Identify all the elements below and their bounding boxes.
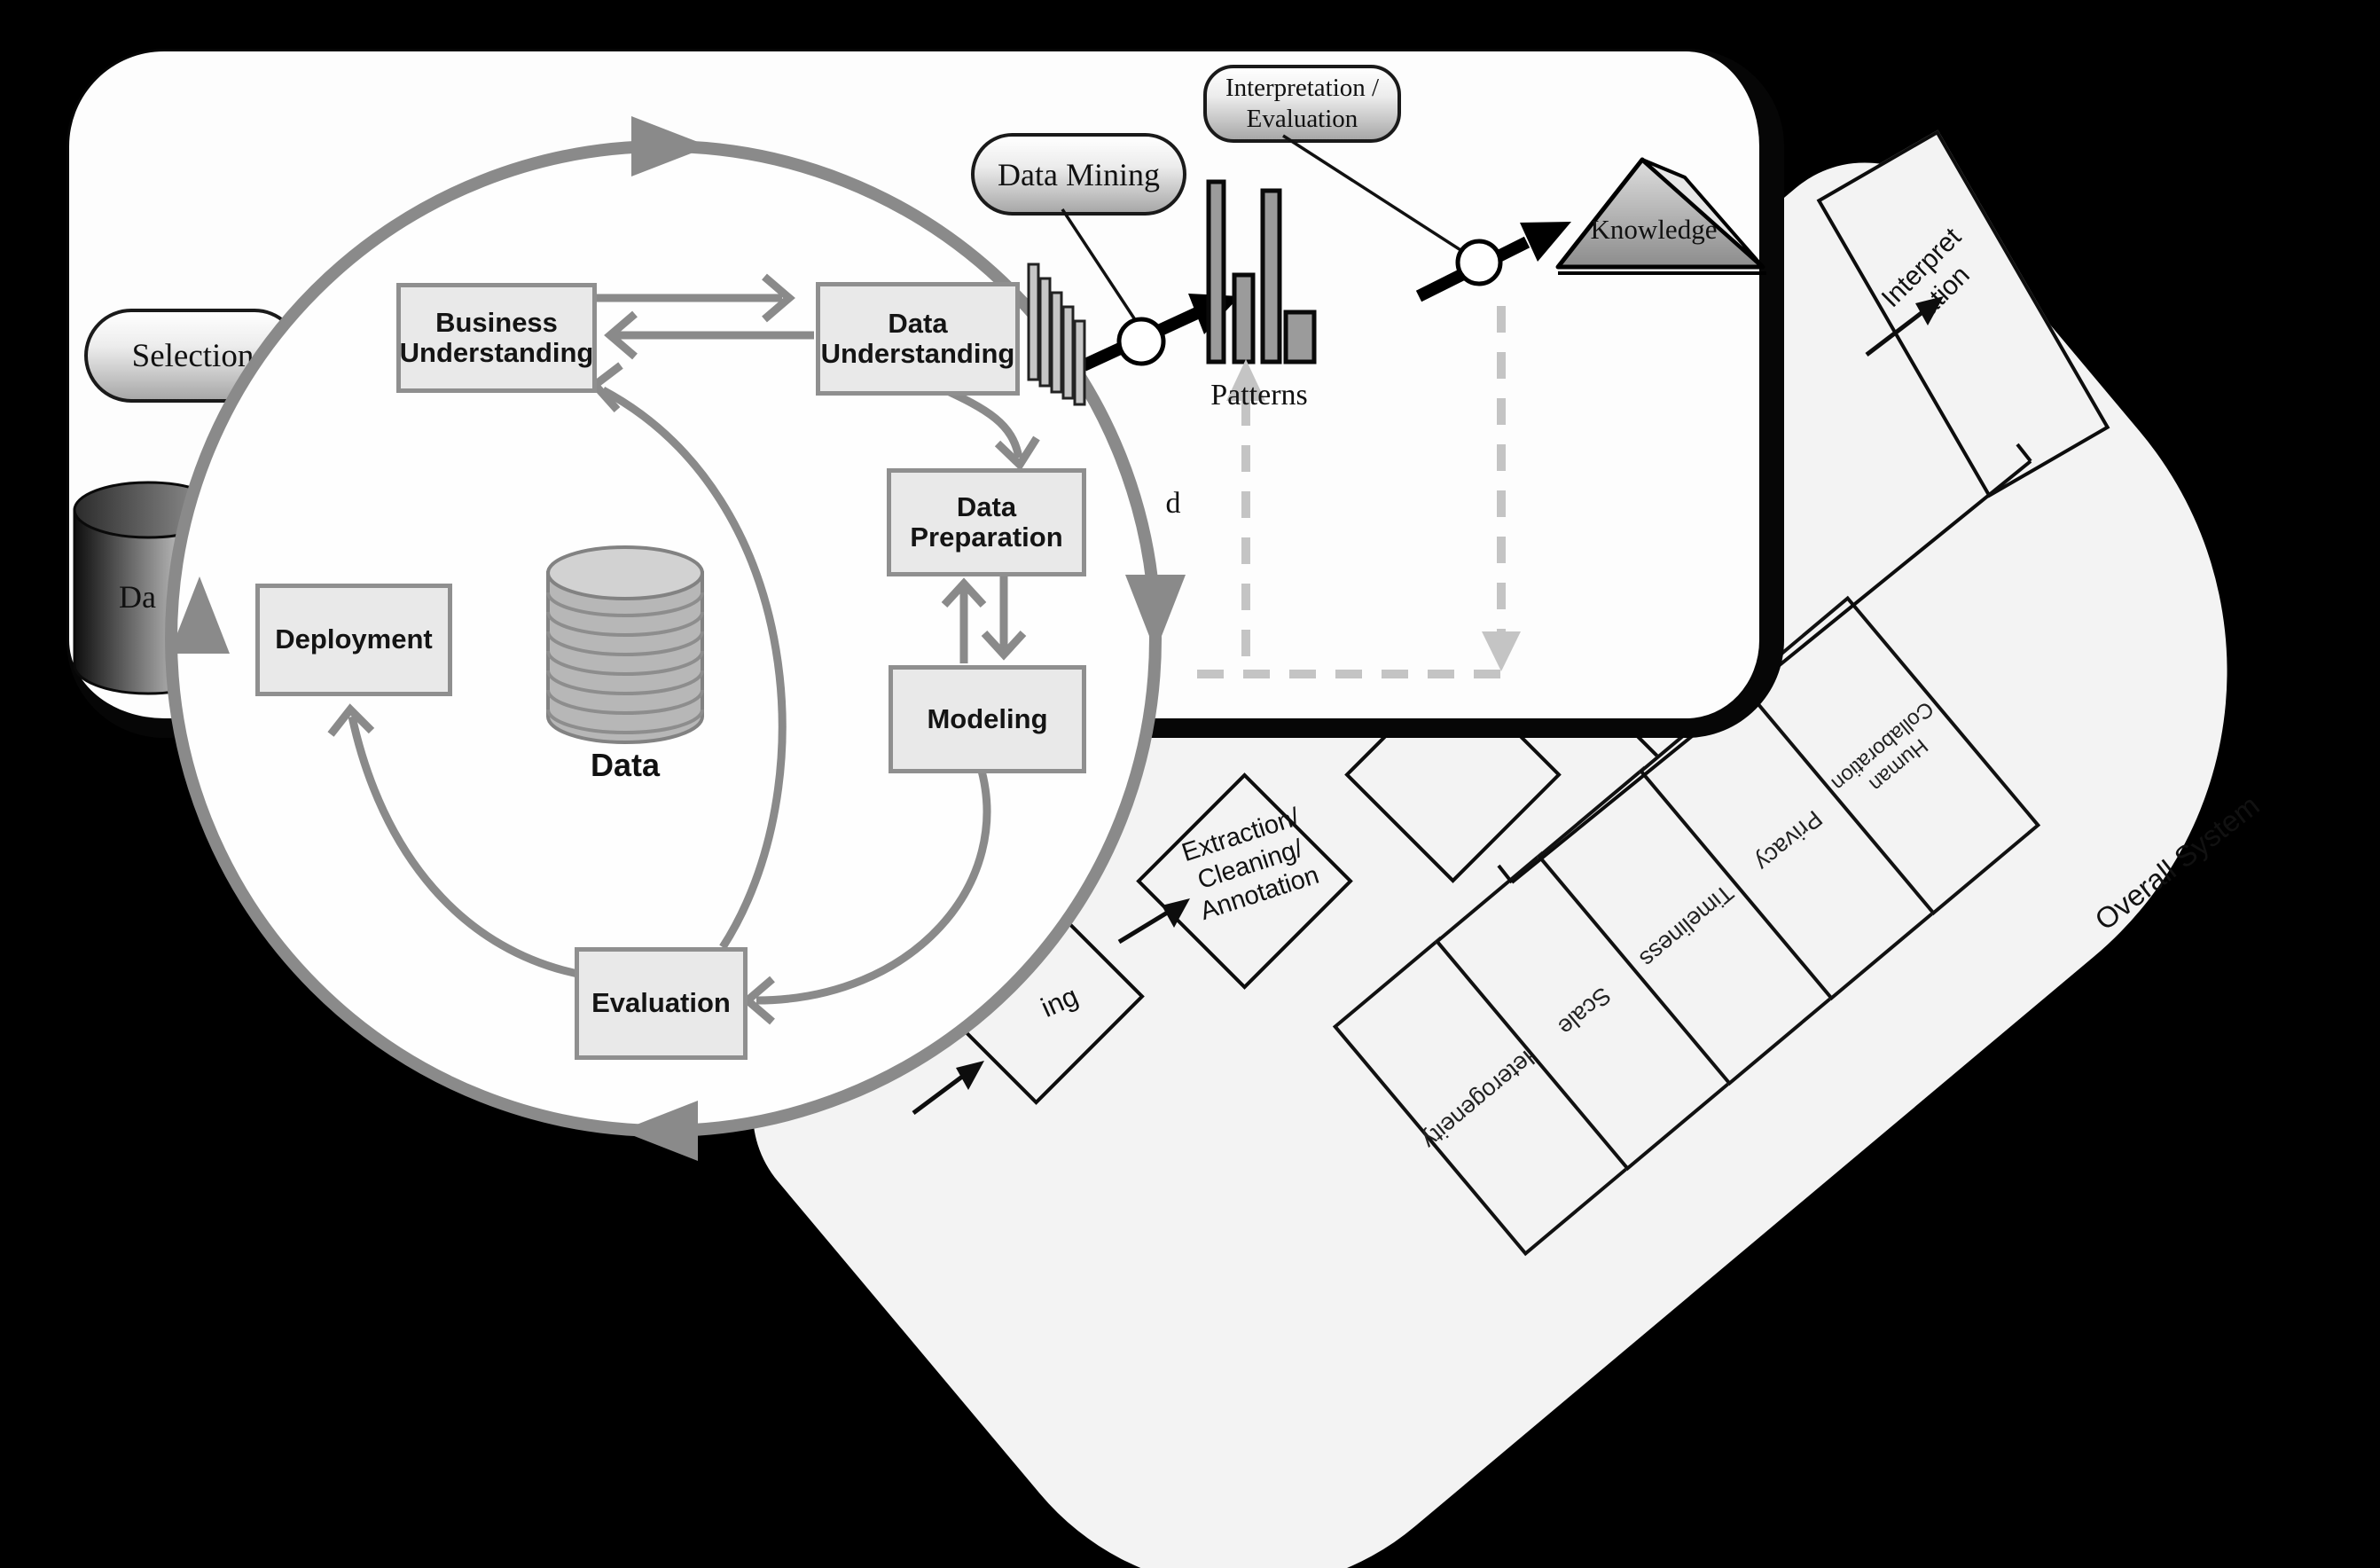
source-data-label-fragment: Da xyxy=(119,579,156,615)
deployment-label: Deployment xyxy=(275,623,433,655)
interpretation-step-circle xyxy=(1455,239,1503,286)
arrowhead-extraction xyxy=(1162,898,1190,928)
transformed-label-fragment: d xyxy=(1165,487,1181,520)
modeling-label: Modeling xyxy=(927,702,1048,734)
transformed-data-bars xyxy=(1027,263,1086,406)
patterns-label: Patterns xyxy=(1210,379,1308,412)
ring-arrow-bottom xyxy=(621,1101,698,1161)
evaluation-label: Evaluation xyxy=(591,987,731,1019)
dashed-arrowhead-up xyxy=(1226,359,1265,401)
knowledge-pyramid-fold xyxy=(1640,158,1765,269)
curve-evaluation-to-deployment xyxy=(348,716,588,980)
arrowhead-dataprep-to-modeling xyxy=(981,630,1027,661)
data-mining-step-circle xyxy=(1116,317,1166,366)
interpretation-callout-line xyxy=(1282,134,1468,256)
business-line2: Understanding xyxy=(399,337,594,368)
arrow-analysis-to-interpretation xyxy=(1865,310,1924,357)
ring-arrow-left xyxy=(169,576,230,654)
crisp-box-data-understanding: Data Understanding xyxy=(816,282,1020,396)
data-mining-pill: Data Mining xyxy=(971,133,1186,216)
data-mining-callout-line xyxy=(1061,208,1138,322)
crisp-box-business-understanding: Business Understanding xyxy=(396,283,597,393)
arrowhead-modeling-to-evaluation xyxy=(741,976,775,1025)
dashed-arrowhead-down xyxy=(1482,631,1521,671)
crisp-data-cylinder-body xyxy=(546,571,704,744)
data-prep-line1: Data xyxy=(956,490,1017,522)
crisp-data-cylinder-disks xyxy=(546,592,704,734)
curve-evaluation-to-business xyxy=(600,387,787,950)
knowledge-label: Knowledge xyxy=(1590,214,1718,245)
arrowhead-du-to-dataprep xyxy=(994,435,1040,472)
arrowhead-evaluation-to-deployment xyxy=(327,703,375,737)
interpretation-pill-line1: Interpretation / xyxy=(1225,74,1380,103)
interpretation-evaluation-pill: Interpretation / Evaluation xyxy=(1203,65,1401,143)
patterns-bars xyxy=(1206,179,1317,365)
crisp-box-deployment: Deployment xyxy=(255,584,452,696)
interpretation-pill-line2: Evaluation xyxy=(1246,105,1358,133)
crisp-box-data-preparation: Data Preparation xyxy=(887,468,1086,576)
data-und-line1: Data xyxy=(888,307,948,339)
bracket-left-hook xyxy=(1497,864,1514,884)
curve-modeling-to-evaluation xyxy=(755,763,991,1005)
arrowhead-bu-to-du xyxy=(762,273,795,323)
data-und-line2: Understanding xyxy=(820,338,1015,369)
ring-arrow-right xyxy=(1125,575,1186,652)
bracket-right-hook xyxy=(2016,443,2032,463)
crisp-box-evaluation: Evaluation xyxy=(575,947,748,1060)
arrowhead-modeling-to-dataprep xyxy=(941,577,987,608)
crisp-box-modeling: Modeling xyxy=(889,665,1086,773)
arrowhead-interpretation xyxy=(1915,296,1944,325)
business-line1: Business xyxy=(435,306,558,338)
crisp-data-label: Data xyxy=(590,747,661,783)
arrowhead-du-to-bu xyxy=(604,310,638,360)
arrowhead-evaluation-to-business xyxy=(589,362,623,412)
arrow-acquisition-to-extraction xyxy=(1117,909,1170,945)
arrow-into-acquisition xyxy=(912,1074,964,1116)
arrow-to-knowledge-head xyxy=(1520,222,1571,262)
ring-arrow-top xyxy=(631,116,709,176)
data-prep-line2: Preparation xyxy=(910,521,1063,553)
arrowhead-into-acquisition xyxy=(956,1061,984,1090)
crisp-data-cylinder-top xyxy=(546,545,704,600)
